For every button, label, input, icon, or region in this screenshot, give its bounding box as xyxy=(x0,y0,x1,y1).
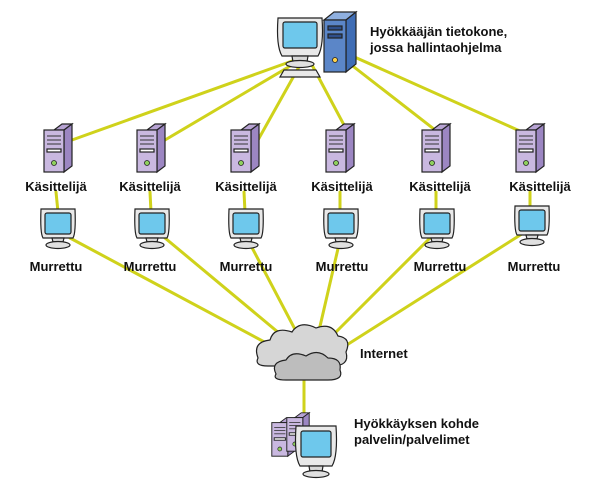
monitor-icon xyxy=(514,205,550,247)
attacker-link-1 xyxy=(70,58,297,142)
zombie-4: Murrettu xyxy=(316,208,369,274)
target-monitor-icon xyxy=(294,425,338,479)
handler-4: Käsittelijä xyxy=(311,123,373,194)
monitor-icon xyxy=(134,208,170,250)
zombie-internet-link-2 xyxy=(163,236,287,340)
zombie-2: Murrettu xyxy=(124,208,177,274)
handler-label: Käsittelijä xyxy=(119,179,181,194)
zombie-label: Murrettu xyxy=(316,259,369,274)
monitor-icon xyxy=(228,208,264,250)
handler-3: Käsittelijä xyxy=(215,123,277,194)
zombie-6: Murrettu xyxy=(508,205,561,274)
attacker-link-2 xyxy=(163,60,299,142)
zombie-label: Murrettu xyxy=(220,259,273,274)
server-tower-icon xyxy=(136,123,166,173)
handler-label: Käsittelijä xyxy=(509,179,571,194)
zombie-label: Murrettu xyxy=(508,259,561,274)
server-tower-icon xyxy=(515,123,545,173)
target-servers: Hyökkäyksen kohde palvelin/palvelimet xyxy=(271,412,479,479)
zombie-1: Murrettu xyxy=(30,208,83,274)
handler-5: Käsittelijä xyxy=(409,123,471,194)
zombie-label: Murrettu xyxy=(124,259,177,274)
zombie-internet-link-3 xyxy=(246,238,300,337)
keyboard-icon xyxy=(278,69,322,78)
attacker-link-6 xyxy=(348,53,542,142)
server-tower-icon xyxy=(325,123,355,173)
target-label-line1: Hyökkäyksen kohde xyxy=(354,416,479,431)
internet-label: Internet xyxy=(360,346,408,361)
server-tower-icon xyxy=(421,123,451,173)
handler-label: Käsittelijä xyxy=(409,179,471,194)
handler-6: Käsittelijä xyxy=(509,123,571,194)
connection-links xyxy=(54,53,542,420)
handler-label: Käsittelijä xyxy=(25,179,87,194)
attacker-computer: Hyökkääjän tietokone, jossa hallintaohje… xyxy=(276,10,507,78)
zombie-5: Murrettu xyxy=(414,208,467,274)
attacker-tower-icon xyxy=(322,10,358,74)
monitor-icon xyxy=(323,208,359,250)
attacker-monitor-icon xyxy=(276,17,324,69)
zombie-label: Murrettu xyxy=(414,259,467,274)
handlers-row: Käsittelijä Käsittelijä Käsittelijä Käsi… xyxy=(25,123,571,194)
cloud-icon xyxy=(255,324,349,381)
zombie-3: Murrettu xyxy=(220,208,273,274)
internet-cloud: Internet xyxy=(255,324,408,381)
attacker-label-line2: jossa hallintaohjelma xyxy=(369,40,502,55)
zombies-row: Murrettu Murrettu Murrettu Murrettu Murr… xyxy=(30,205,561,274)
zombie-internet-link-4 xyxy=(316,238,342,337)
attacker-link-5 xyxy=(343,58,450,142)
zombie-label: Murrettu xyxy=(30,259,83,274)
zombie-internet-link-5 xyxy=(328,236,432,340)
handler-label: Käsittelijä xyxy=(311,179,373,194)
zombie-internet-link-1 xyxy=(68,236,272,347)
handler-2: Käsittelijä xyxy=(119,123,181,194)
server-tower-icon xyxy=(43,123,73,173)
monitor-icon xyxy=(40,208,76,250)
zombie-internet-link-6 xyxy=(340,230,527,350)
handler-label: Käsittelijä xyxy=(215,179,277,194)
handler-1: Käsittelijä xyxy=(25,123,87,194)
attacker-label-line1: Hyökkääjän tietokone, xyxy=(370,24,507,39)
target-label-line2: palvelin/palvelimet xyxy=(354,432,470,447)
server-tower-icon xyxy=(230,123,260,173)
